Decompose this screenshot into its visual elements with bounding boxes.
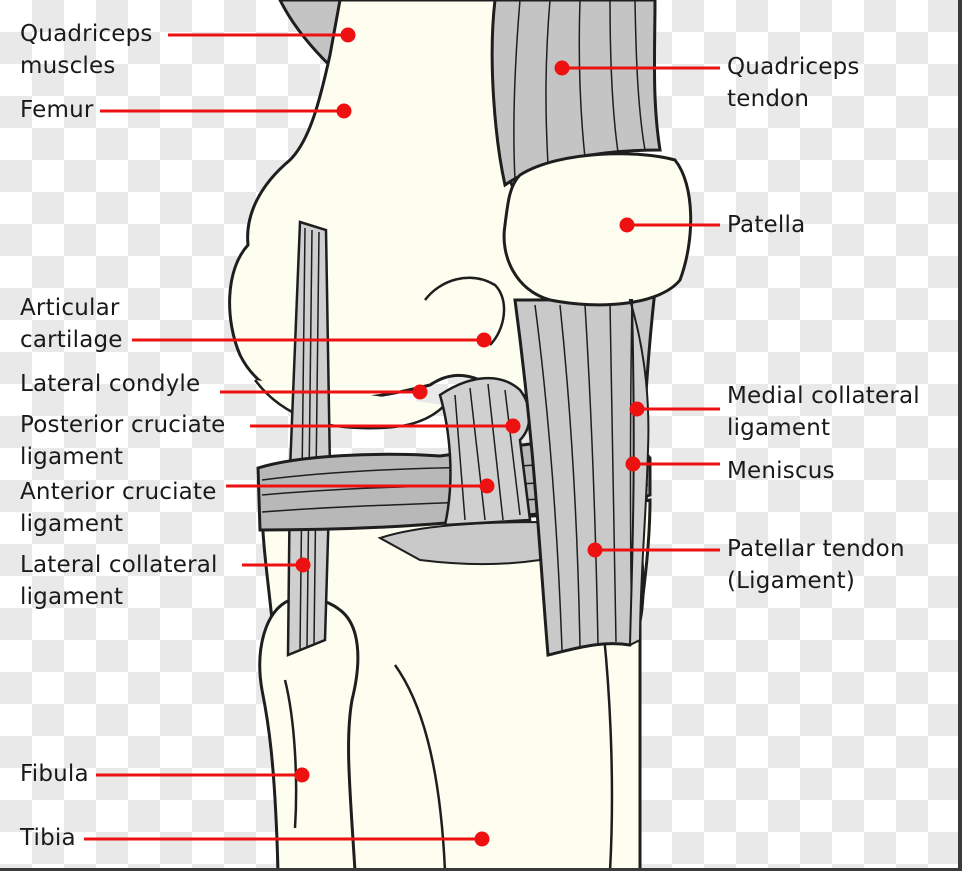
label-lateral-collateral-ligament: Lateral collateral ligament bbox=[20, 549, 218, 613]
label-line: Patella bbox=[727, 209, 805, 241]
label-line: Posterior cruciate bbox=[20, 409, 226, 441]
label-line: cartilage bbox=[20, 324, 123, 356]
label-patella: Patella bbox=[727, 209, 805, 241]
label-line: ligament bbox=[20, 508, 217, 540]
label-meniscus: Meniscus bbox=[727, 455, 835, 487]
label-lateral-condyle: Lateral condyle bbox=[20, 368, 200, 400]
label-articular-cartilage: Articular cartilage bbox=[20, 292, 123, 356]
label-medial-collateral-ligament: Medial collateral ligament bbox=[727, 380, 920, 444]
label-line: Tibia bbox=[20, 822, 76, 854]
label-line: Quadriceps bbox=[727, 51, 860, 83]
label-line: Lateral condyle bbox=[20, 368, 200, 400]
label-posterior-cruciate-ligament: Posterior cruciate ligament bbox=[20, 409, 226, 473]
label-line: Patellar tendon bbox=[727, 533, 905, 565]
label-quadriceps-tendon: Quadriceps tendon bbox=[727, 51, 860, 115]
label-patellar-tendon: Patellar tendon (Ligament) bbox=[727, 533, 905, 597]
label-line: Femur bbox=[20, 94, 94, 126]
label-line: tendon bbox=[727, 83, 860, 115]
label-tibia: Tibia bbox=[20, 822, 76, 854]
label-quadriceps-muscles: Quadriceps muscles bbox=[20, 18, 153, 82]
label-line: Medial collateral bbox=[727, 380, 920, 412]
label-anterior-cruciate-ligament: Anterior cruciate ligament bbox=[20, 476, 217, 540]
label-line: Lateral collateral bbox=[20, 549, 218, 581]
label-line: Fibula bbox=[20, 758, 89, 790]
label-fibula: Fibula bbox=[20, 758, 89, 790]
label-line: Meniscus bbox=[727, 455, 835, 487]
patella-bone bbox=[504, 154, 691, 305]
cruciate-ligaments bbox=[440, 378, 530, 525]
label-line: ligament bbox=[727, 412, 920, 444]
label-femur: Femur bbox=[20, 94, 94, 126]
label-line: muscles bbox=[20, 50, 153, 82]
label-line: (Ligament) bbox=[727, 565, 905, 597]
label-line: Quadriceps bbox=[20, 18, 153, 50]
image-frame-edge bbox=[958, 0, 962, 871]
label-line: Anterior cruciate bbox=[20, 476, 217, 508]
label-line: ligament bbox=[20, 581, 218, 613]
label-line: Articular bbox=[20, 292, 123, 324]
label-line: ligament bbox=[20, 441, 226, 473]
